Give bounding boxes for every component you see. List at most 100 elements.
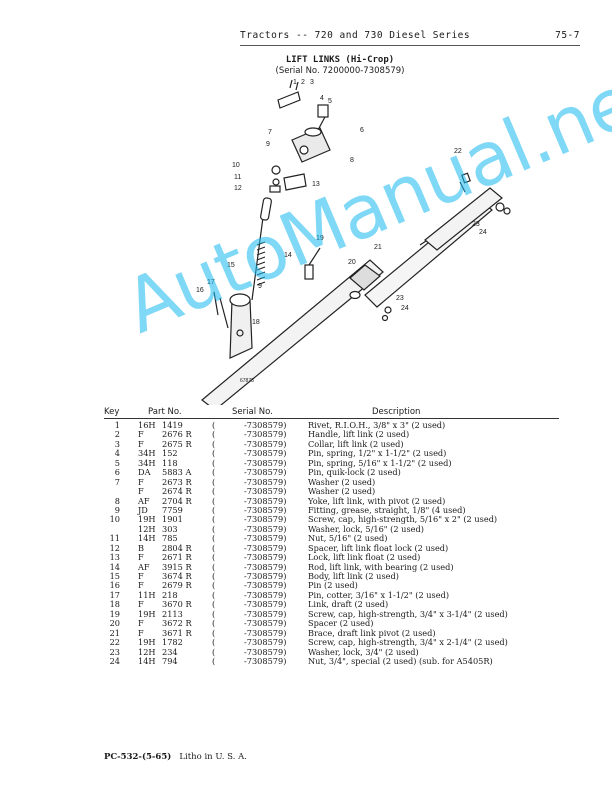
part-key: 10 [109,514,120,525]
section-title: LIFT LINKS (Hi-Crop) [285,55,395,65]
part-prefix: 14H [138,655,156,666]
part-key: 7 [114,476,120,487]
yoke [291,104,331,163]
part-prefix: F [138,571,144,581]
part-prefix: 19H [138,608,156,619]
callout-21: 21 [374,244,382,251]
part-number: 303 [162,523,178,534]
col-serial-no: Serial No. [232,407,273,417]
part-description: Screw, cap, high-strength, 5/16" x 2" (2… [308,514,498,525]
part-description: Pin, spring, 1/2" x 1-1/2" (2 used) [308,448,447,459]
part-key: 12 [109,542,120,553]
callout-23b: 23 [396,295,404,302]
serial-paren: ( [212,457,216,468]
serial-number: -7308579) [244,637,287,648]
part-description: Brace, draft link pivot (2 used) [308,627,436,638]
part-key: 1 [114,420,120,430]
serial-number: -7308579) [244,599,287,610]
part-prefix: 12H [138,646,156,657]
part-key: 20 [109,618,120,629]
serial-paren: ( [212,533,216,544]
part-key: 5 [114,457,120,468]
callout-13: 13 [312,181,320,188]
callout-6: 6 [360,127,364,134]
part-prefix: F [138,476,144,487]
part-key: 11 [109,533,120,544]
callout-17: 17 [207,279,215,286]
callout-20: 20 [348,259,356,266]
serial-number: -7308579) [244,561,287,572]
callout-24b: 24 [401,305,409,312]
serial-paren: ( [212,637,216,648]
part-description: Nut, 5/16" (2 used) [308,533,388,544]
part-description: Body, lift link (2 used) [308,571,399,581]
part-number: 3674 R [162,571,192,581]
callout-16: 16 [196,287,204,294]
callout-19: 19 [316,235,324,242]
part-description: Washer, lock, 3/4" (2 used) [308,646,419,657]
callout-10: 10 [232,162,240,169]
serial-paren: ( [212,486,216,497]
part-prefix: F [138,486,144,497]
serial-number: -7308579) [244,655,287,666]
part-description: Lock, lift link float (2 used) [308,552,421,563]
part-number: 234 [162,646,178,657]
part-prefix: F [138,429,144,440]
part-description: Pin, spring, 5/16" x 1-1/2" (2 used) [308,457,452,468]
part-number: 2671 R [162,552,192,563]
serial-paren: ( [212,571,216,581]
serial-number: -7308579) [244,618,287,629]
lift-link-body [229,293,253,359]
serial-paren: ( [212,514,216,525]
serial-paren: ( [212,448,216,459]
serial-paren: ( [212,495,216,506]
part-prefix: 14H [138,533,156,544]
part-number: 5883 A [162,467,192,478]
part-number: 2804 R [162,542,192,553]
serial-paren: ( [212,467,216,478]
serial-number: -7308579) [244,552,287,563]
part-number: 1419 [162,420,183,430]
header-title: Tractors -- 720 and 730 Diesel Series [240,30,471,41]
part-key: 19 [109,608,120,619]
part-key: 3 [114,438,120,449]
callout-labels: 1 2 3 4 5 6 7 8 9 10 11 12 13 14 15 16 1… [196,79,487,384]
part-number: 1782 [162,637,183,648]
part-key: 16 [109,580,120,591]
part-number: 3671 R [162,627,192,638]
part-number: 218 [162,589,178,600]
serial-number: -7308579) [244,608,287,619]
part-description: Pin, quik-lock (2 used) [308,467,401,478]
serial-paren: ( [212,618,216,629]
serial-paren: ( [212,438,216,449]
part-key: 22 [109,637,120,648]
part-prefix: 12H [138,523,156,534]
part-prefix: B [138,542,145,553]
part-description: Rivet, R.I.O.H., 3/8" x 3" (2 used) [308,420,446,430]
serial-paren: ( [212,580,216,591]
callout-11: 11 [234,174,241,181]
spring-rod [251,197,272,301]
handle [277,79,301,109]
callout-7: 7 [268,129,272,136]
serial-paren: ( [212,627,216,638]
serial-paren: ( [212,561,216,572]
parts-table-header: Key Part No. Serial No. Description [0,407,612,419]
serial-paren: ( [212,523,216,534]
exploded-diagram: 1 2 3 4 5 6 7 8 9 10 11 12 13 14 15 16 1… [196,79,511,405]
part-key: 2 [114,429,120,440]
callout-4: 4 [320,95,324,102]
callout-15: 15 [227,262,235,269]
callout-9: 9 [266,141,270,148]
